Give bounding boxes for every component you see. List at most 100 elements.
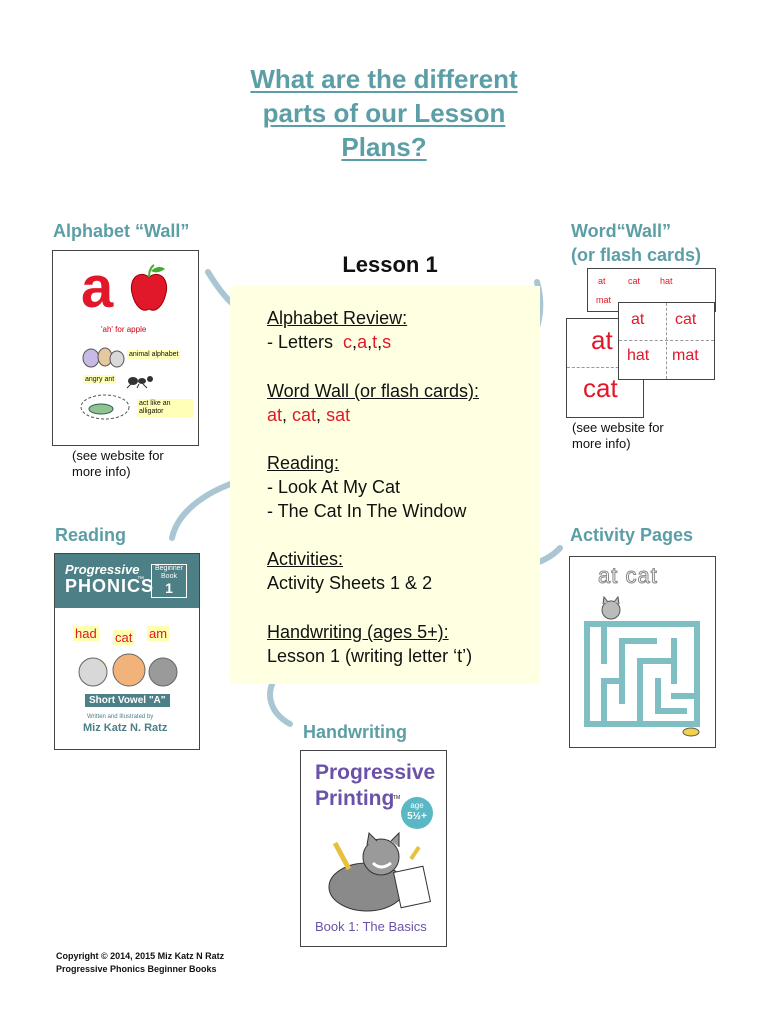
reading-item-2: - The Cat In The Window (267, 501, 467, 521)
section-alphabet-review: Alphabet Review: - Letters c,a,t,s (267, 306, 407, 354)
word-at: at (267, 405, 283, 425)
apple-icon (130, 264, 168, 311)
cat-icon (601, 595, 621, 620)
copyright-line2: Progressive Phonics Beginner Books (56, 964, 217, 974)
printing-book-age-badge: age 5½+ (401, 797, 433, 829)
letter-t: t (372, 332, 378, 352)
word-note-line2: more info) (572, 436, 631, 451)
reading-book-animals-icon (78, 653, 178, 687)
letter-a: a (357, 332, 368, 352)
handwriting-heading: Handwriting (ages 5+): (267, 622, 449, 642)
alphabet-item-1: animal alphabet (127, 350, 181, 359)
section-activities: Activities: Activity Sheets 1 & 2 (267, 547, 432, 595)
label-reading: Reading (55, 525, 127, 545)
title-line-2: parts of our Lesson (262, 98, 506, 128)
alphabet-card: a 'ah' for apple animal alphabet angry a… (52, 250, 199, 446)
flash-front-word-2: cat (675, 311, 697, 328)
handwriting-text: Lesson 1 (writing letter ‘t’) (267, 646, 473, 666)
maze-icon (584, 621, 700, 727)
reading-book-series-2: PHONICS (65, 576, 155, 596)
reading-book-credit: Written and Illustrated by (87, 714, 154, 720)
label-word-wall: Word“Wall” (or flash cards) (571, 219, 701, 267)
flash-small-word-4: mat (596, 295, 612, 305)
copyright: Copyright © 2014, 2015 Miz Katz N Ratz P… (56, 950, 224, 976)
activity-trace-text: at cat (598, 563, 658, 589)
printing-book-title-2: Printing (315, 787, 395, 810)
label-alphabet-wall: Alphabet “Wall” (53, 221, 190, 241)
lesson-panel (230, 286, 540, 684)
label-word-wall-line1: Word“Wall” (571, 221, 671, 241)
alphabet-item-2: angry ant (83, 375, 117, 384)
letter-s: s (382, 332, 392, 352)
word-sat: sat (326, 405, 351, 425)
reading-book-cover: Progressive PHONICS ™ Beginner Book 1 ha… (54, 553, 200, 750)
word-note-line1: (see website for (572, 420, 664, 435)
letters-prefix: - Letters (267, 332, 334, 352)
page-title: What are the different parts of our Less… (0, 62, 768, 164)
printing-book-footer: Book 1: The Basics (315, 919, 427, 934)
reading-heading: Reading: (267, 453, 340, 473)
badge-number: 1 (165, 580, 173, 596)
printing-book-title-1: Progressive (315, 761, 436, 784)
lesson-title: Lesson 1 (342, 252, 438, 277)
age-badge-line2: 5½+ (407, 811, 427, 822)
alphabet-review-letters: - Letters c,a,t,s (267, 332, 392, 352)
title-line-3: Plans? (341, 132, 427, 162)
section-reading: Reading: - Look At My Cat - The Cat In T… (267, 451, 466, 523)
flash-front-divider-v (666, 303, 667, 379)
copyright-line1: Copyright © 2014, 2015 Miz Katz N Ratz (56, 951, 225, 961)
alphabet-item-3: act like an alligator (137, 399, 193, 417)
badge-line1: Beginner (154, 565, 184, 572)
reading-book-word-2: cat (113, 630, 135, 645)
label-word-wall-line2: (or flash cards) (571, 245, 702, 265)
flash-small-word-2: cat (628, 276, 641, 286)
flash-front-word-3: hat (627, 347, 650, 364)
label-handwriting: Handwriting (303, 722, 407, 742)
activities-heading: Activities: (267, 549, 344, 569)
alphabet-note-line1: (see website for (72, 448, 164, 463)
ant-icon (126, 376, 153, 389)
alphabet-letter: a (81, 255, 114, 320)
flash-card-front: at cat hat mat (618, 302, 715, 380)
reading-book-band (55, 554, 199, 608)
word-cat: cat (292, 405, 317, 425)
reading-book-subtitle: Short Vowel "A" (85, 694, 170, 707)
title-line-1: What are the different (250, 64, 518, 94)
printing-book-cover: Progressive Printing TM age 5½+ Book 1: … (300, 750, 447, 947)
reading-book-word-3: am (147, 626, 170, 641)
flash-back-word-1: at (591, 325, 613, 355)
animals-icon (82, 347, 125, 368)
reading-book-tm: ™ (137, 576, 144, 583)
badge-line2: Book (161, 573, 177, 580)
reading-book-word-1: had (73, 626, 99, 641)
reading-item-1: - Look At My Cat (267, 477, 401, 497)
word-note: (see website for more info) (572, 420, 664, 452)
activities-text: Activity Sheets 1 & 2 (267, 573, 433, 593)
alphabet-review-heading: Alphabet Review: (267, 308, 408, 328)
printing-book-tm: TM (393, 795, 401, 801)
section-handwriting: Handwriting (ages 5+): Lesson 1 (writing… (267, 620, 472, 668)
writing-cat-icon (328, 831, 432, 912)
reading-book-series-1: Progressive (65, 562, 140, 577)
alphabet-note-line2: more info) (72, 464, 131, 479)
label-activity-pages: Activity Pages (570, 525, 694, 545)
cheese-icon (682, 727, 700, 737)
flash-small-word-3: hat (660, 276, 673, 286)
word-wall-words: at, cat, sat (267, 405, 351, 425)
word-wall-heading: Word Wall (or flash cards): (267, 381, 480, 401)
flash-front-word-4: mat (672, 347, 699, 364)
flash-cards: at cat hat mat at cat at cat hat mat (566, 268, 716, 418)
alphabet-note: (see website for more info) (72, 448, 164, 480)
flash-front-word-1: at (631, 311, 645, 328)
letter-c: c (343, 332, 353, 352)
flash-small-word-1: at (598, 276, 606, 286)
age-badge-line1: age (410, 801, 424, 810)
alligator-icon (80, 394, 130, 420)
alphabet-caption: 'ah' for apple (101, 325, 147, 334)
activity-page: at cat (569, 556, 716, 748)
reading-book-badge: Beginner Book 1 (151, 564, 187, 598)
reading-book-author: Miz Katz N. Ratz (83, 722, 168, 734)
flash-back-divider (567, 367, 643, 368)
flash-back-word-2: cat (583, 373, 618, 403)
section-word-wall: Word Wall (or flash cards): at, cat, sat (267, 379, 479, 427)
